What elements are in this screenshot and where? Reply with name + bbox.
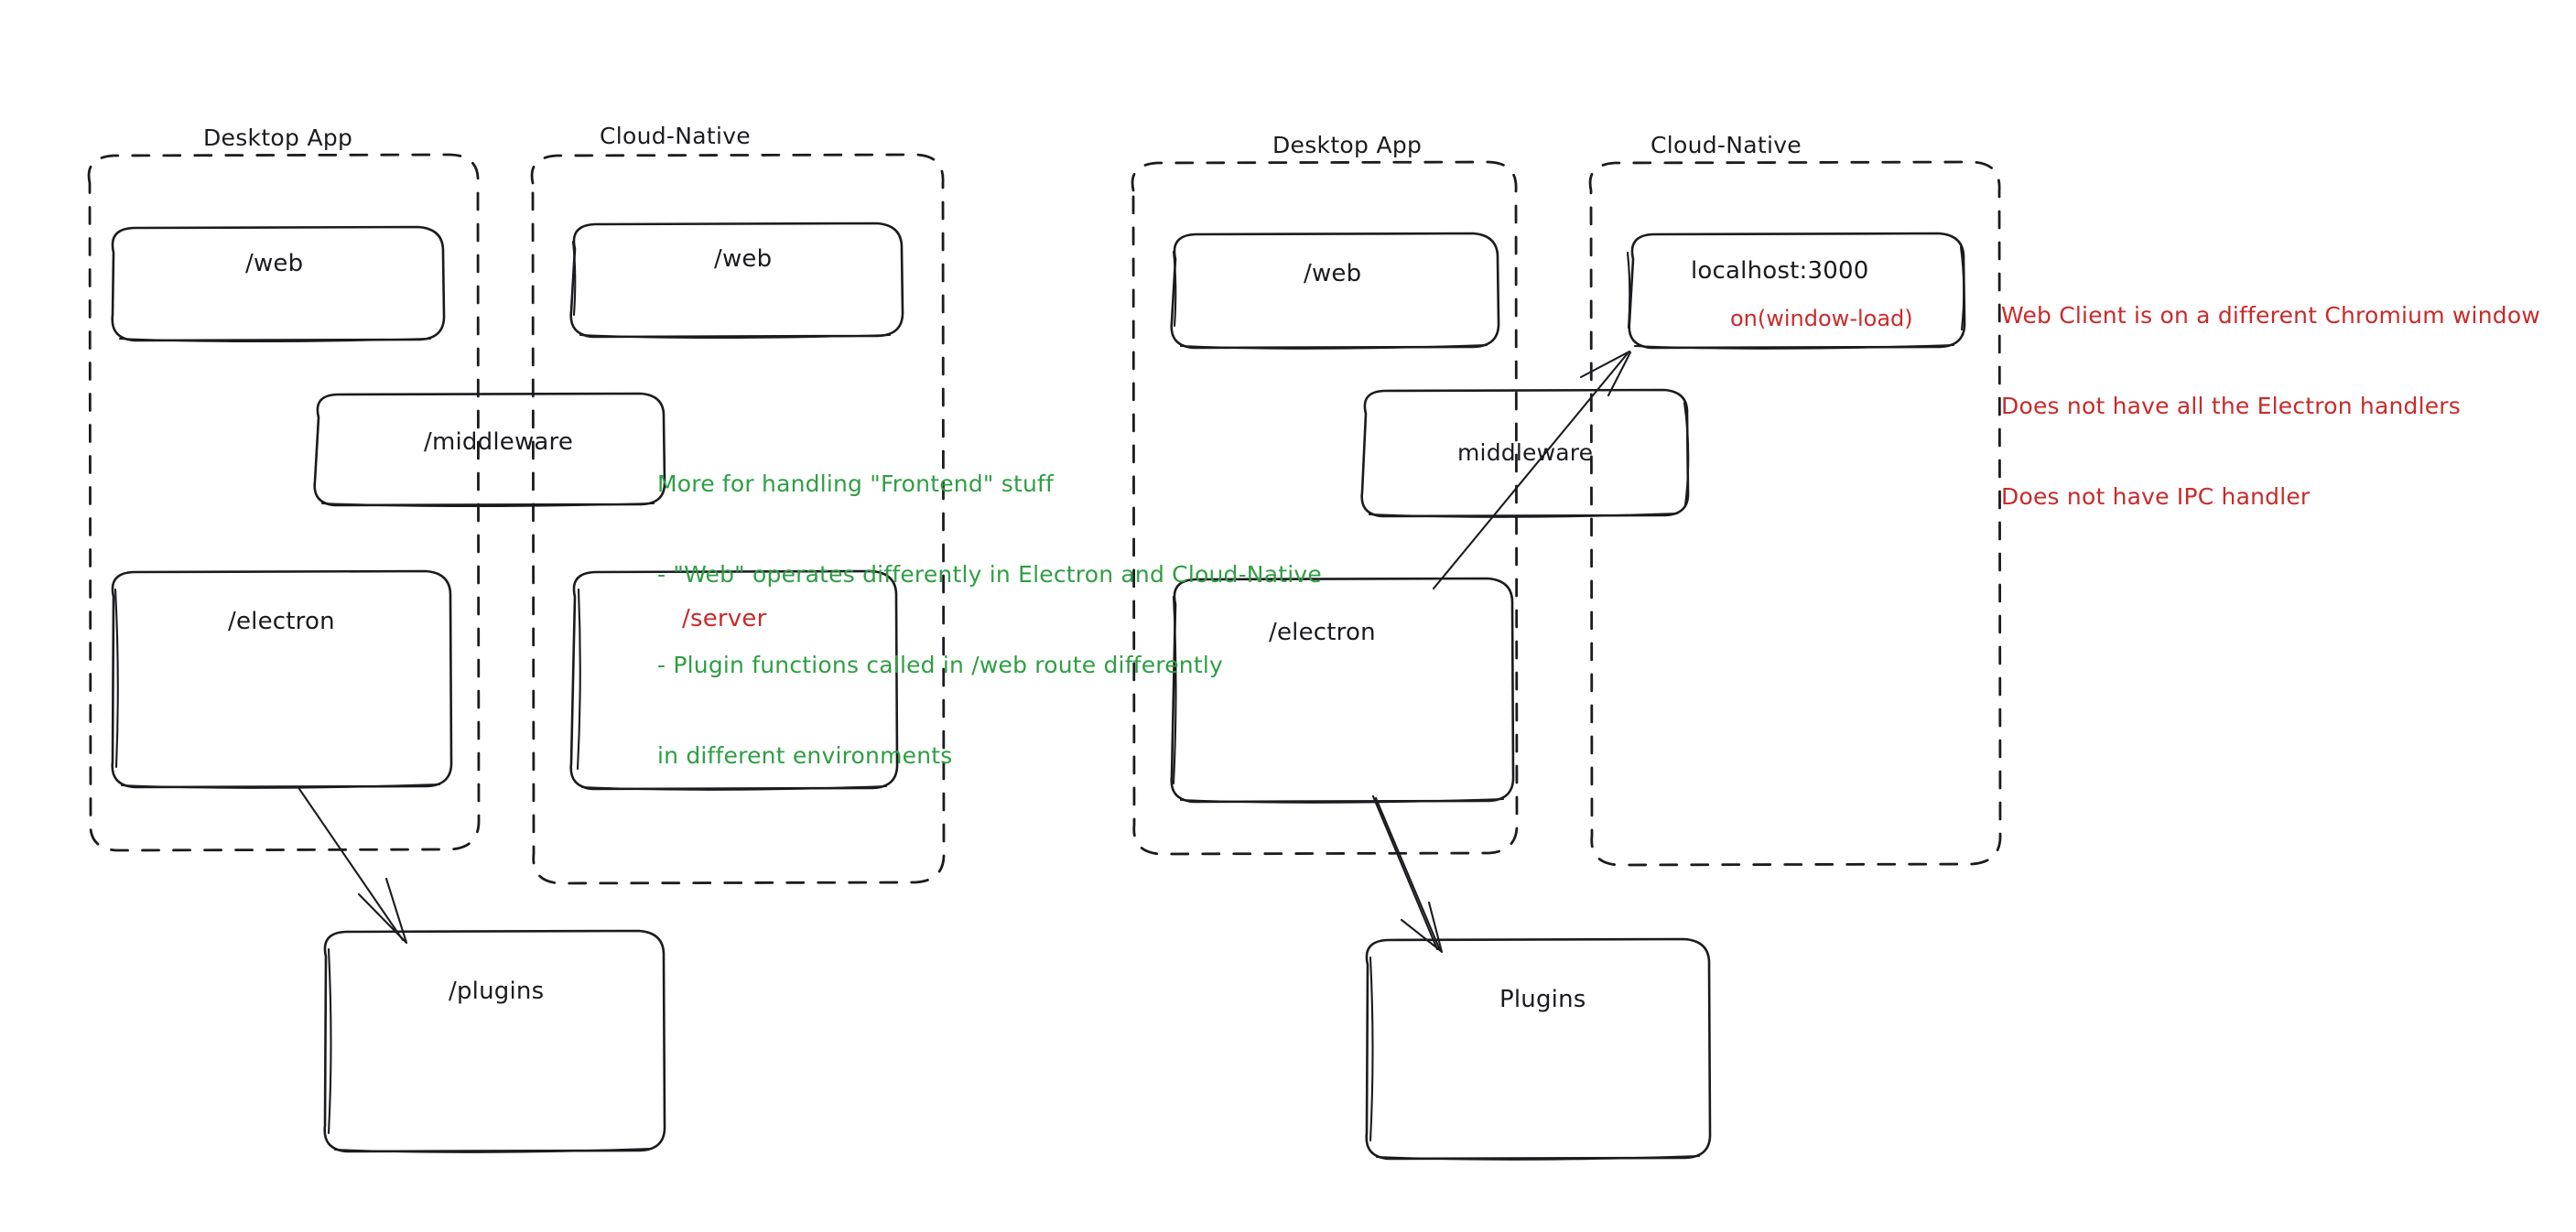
- node-outline-left-plugins: [323, 929, 666, 1153]
- node-outline-left-desktop-web: [111, 225, 446, 343]
- node-outline-right-middleware: [1360, 388, 1690, 518]
- node-label-right-localhost: localhost:3000: [1691, 257, 1869, 285]
- note-green-line-2: - "Web" operates differently in Electron…: [657, 561, 1322, 588]
- edge-left-electron-to-plugins: [298, 787, 408, 945]
- note-green-line-3: - Plugin functions called in /web route …: [657, 652, 1223, 678]
- node-label-right-plugins: Plugins: [1499, 986, 1586, 1013]
- edge-right-electron-to-plugins: [1371, 794, 1444, 954]
- node-label-left-electron: /electron: [228, 608, 335, 635]
- group-title-left-desktop-app: Desktop App: [203, 124, 353, 151]
- group-outline-right-cloud-native: [1588, 160, 2002, 867]
- node-sublabel-right-localhost-onwindowload: on(window-load): [1730, 306, 1913, 331]
- group-title-left-cloud-native: Cloud-Native: [600, 123, 751, 149]
- node-outline-left-cloud-web: [569, 222, 904, 340]
- node-label-right-electron: /electron: [1269, 619, 1376, 646]
- node-label-left-plugins: /plugins: [449, 978, 545, 1005]
- note-green-frontend-handling: More for handling "Frontend" stuff - "We…: [657, 408, 1322, 831]
- edge-right-electron-to-localhost: [1432, 350, 1632, 590]
- note-red-line-3: Does not have IPC handler: [2001, 483, 2311, 510]
- group-outline-left-cloud-native: [530, 153, 946, 885]
- node-label-right-desktop-web: /web: [1304, 260, 1362, 287]
- node-outline-left-middleware: [313, 392, 666, 508]
- node-outline-right-localhost: [1626, 232, 1966, 350]
- node-label-left-middleware: /middleware: [424, 428, 574, 456]
- note-red-line-1: Web Client is on a different Chromium wi…: [2001, 302, 2540, 329]
- note-red-web-client: Web Client is on a different Chromium wi…: [2001, 240, 2540, 572]
- node-label-left-desktop-web: /web: [245, 250, 304, 277]
- node-label-left-server: /server: [682, 605, 767, 632]
- note-red-line-2: Does not have all the Electron handlers: [2001, 393, 2462, 419]
- note-green-line-4: in different environments: [657, 742, 953, 769]
- group-outline-left-desktop-app: [87, 153, 481, 852]
- note-green-line-1: More for handling "Frontend" stuff: [657, 470, 1055, 497]
- node-label-right-middleware: middleware: [1457, 439, 1594, 466]
- group-title-right-cloud-native: Cloud-Native: [1651, 132, 1802, 158]
- group-outline-right-desktop-app: [1131, 160, 1519, 856]
- group-title-right-desktop-app: Desktop App: [1272, 132, 1423, 158]
- node-label-left-cloud-web: /web: [714, 245, 773, 273]
- node-outline-right-electron: [1170, 577, 1515, 804]
- node-outline-right-desktop-web: [1170, 232, 1500, 350]
- node-outline-right-plugins: [1365, 937, 1712, 1161]
- node-outline-left-server: [569, 569, 899, 791]
- node-outline-left-electron: [111, 569, 453, 789]
